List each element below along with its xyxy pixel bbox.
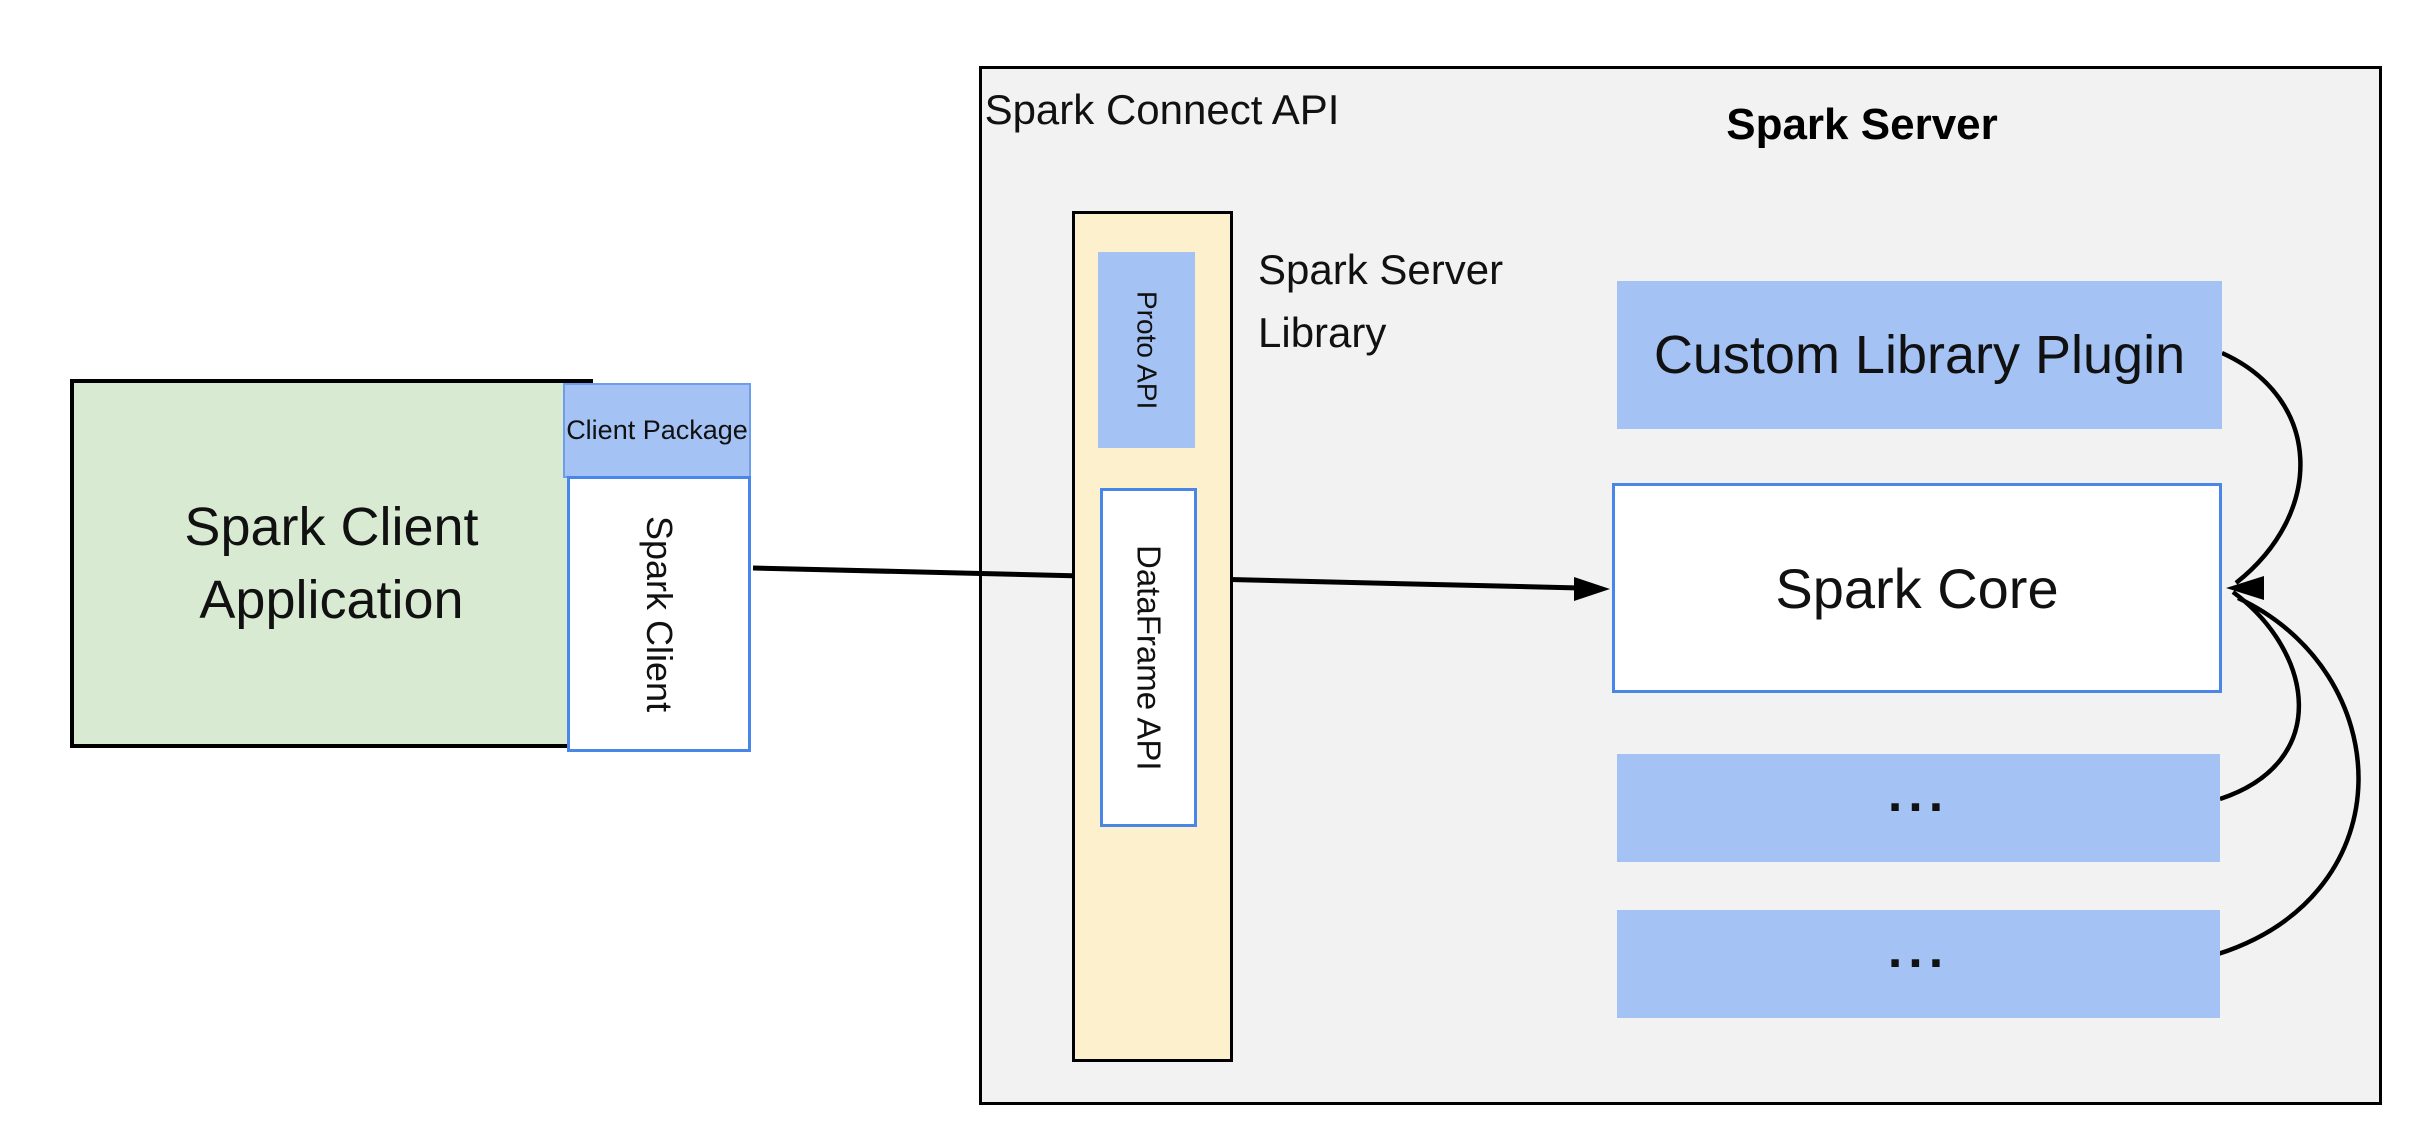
ellipsis-box-1: ...	[1617, 754, 2220, 862]
spark-client-label: Spark Client	[639, 515, 680, 713]
ellipsis-label-2: ...	[1887, 921, 1950, 979]
proto-api-box: Proto API	[1098, 252, 1195, 448]
proto-api-label: Proto API	[1131, 290, 1163, 410]
spark-server-title: Spark Server	[1726, 100, 1998, 149]
spark-client-application-label: Spark Client Application	[184, 496, 479, 630]
ellipsis-box-2: ...	[1617, 910, 2220, 1018]
spark-client-application-box: Spark Client Application	[70, 379, 593, 748]
client-package-box: Client Package	[563, 383, 751, 478]
custom-library-plugin-box: Custom Library Plugin	[1617, 281, 2222, 429]
client-package-label: Client Package	[566, 415, 748, 446]
spark-server-library-label: Spark Server Library	[1258, 246, 1504, 356]
dataframe-api-box: DataFrame API	[1100, 488, 1197, 827]
spark-core-label: Spark Core	[1775, 556, 2059, 620]
custom-library-plugin-label: Custom Library Plugin	[1653, 325, 2186, 385]
ellipsis-label-1: ...	[1887, 765, 1950, 823]
dataframe-api-label: DataFrame API	[1130, 544, 1168, 771]
spark-core-box: Spark Core	[1612, 483, 2222, 693]
spark-connect-api-label: Spark Connect API	[984, 86, 1340, 133]
spark-client-box: Spark Client	[567, 476, 751, 752]
